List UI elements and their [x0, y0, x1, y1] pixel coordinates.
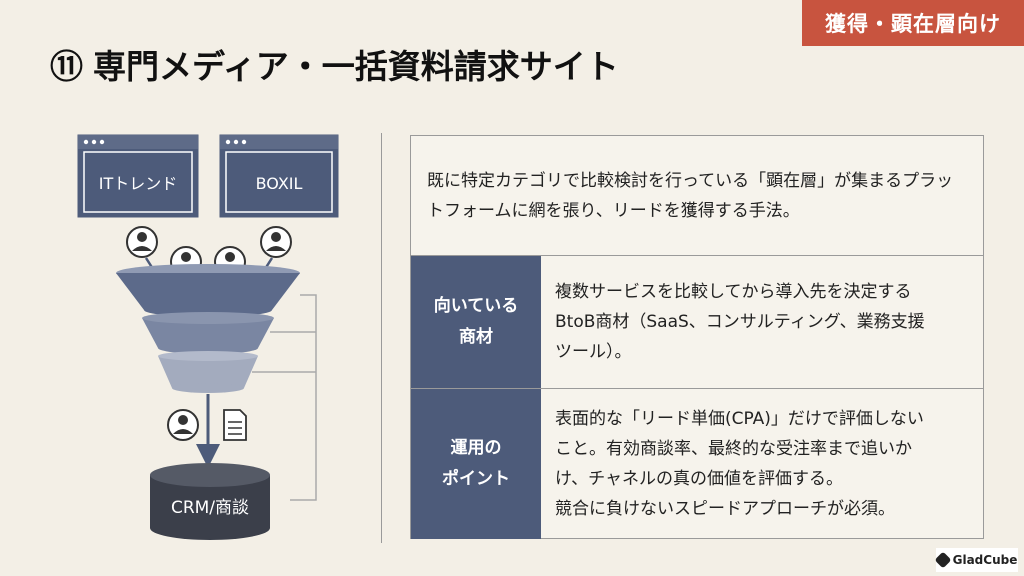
operation-points-row: 運用の ポイント 表面的な「リード単価(CPA)」だけで評価しない こと。有効商…	[411, 389, 983, 539]
document-icon	[223, 409, 247, 441]
user-icon	[260, 226, 292, 258]
suitable-products-row: 向いている 商材 複数サービスを比較してから導入先を決定する BtoB商材（Sa…	[411, 256, 983, 389]
category-tag: 獲得・顕在層向け	[802, 0, 1024, 46]
user-icon	[126, 226, 158, 258]
logo-mark-icon	[934, 551, 952, 569]
logo-text: GladCube	[952, 553, 1018, 567]
site-label-2: BOXIL	[256, 174, 303, 193]
suitable-products-text: 複数サービスを比較してから導入先を決定する BtoB商材（SaaS、コンサルティ…	[555, 282, 925, 362]
site-window-1: ITトレンド	[77, 134, 199, 218]
site-window-2: BOXIL	[219, 134, 339, 218]
funnel-diagram: ITトレンド BOXIL	[77, 134, 339, 540]
database-label: CRM/商談	[171, 498, 249, 518]
operation-points-label: 運用の ポイント	[411, 389, 541, 539]
info-panel: 既に特定カテゴリで比較検討を行っている「顕在層」が集まるプラットフォームに網を張…	[410, 135, 984, 539]
intro-text: 既に特定カテゴリで比較検討を行っている「顕在層」が集まるプラットフォームに網を張…	[411, 136, 983, 256]
operation-points-text: 表面的な「リード単価(CPA)」だけで評価しない こと。有効商談率、最終的な受注…	[555, 409, 924, 519]
site-label-1: ITトレンド	[99, 174, 178, 193]
brand-logo: GladCube	[934, 548, 1018, 572]
suitable-products-label: 向いている 商材	[411, 256, 541, 388]
funnel	[116, 264, 300, 393]
crm-database: CRM/商談	[150, 463, 270, 540]
title-text: 専門メディア・一括資料請求サイト	[93, 47, 619, 86]
page-title: ⑪ 専門メディア・一括資料請求サイト	[50, 40, 619, 88]
title-number: ⑪	[50, 47, 83, 86]
vertical-divider	[381, 133, 382, 543]
lead-user-icon	[167, 409, 199, 441]
